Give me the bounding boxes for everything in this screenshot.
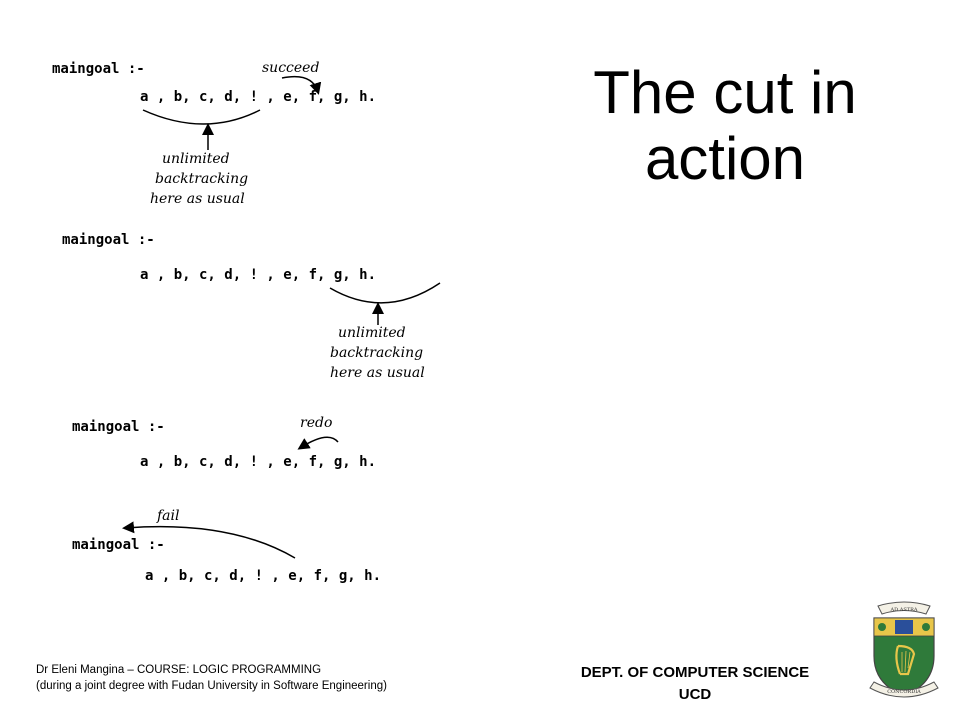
crest-top-scroll [877, 601, 931, 615]
title-line-1: The cut in [593, 59, 857, 126]
panel-2-note-line-1: unlimited [338, 325, 406, 341]
panel-2-head: maingoal :- [62, 232, 155, 248]
footer-author-line-2: (during a joint degree with Fudan Univer… [36, 680, 387, 692]
panel-1-note-line-2: backtracking [155, 171, 248, 187]
panel-4-fail-label: fail [156, 508, 179, 524]
harp-icon [895, 644, 916, 676]
crest-shamrock-left [878, 623, 886, 631]
panel-1-head: maingoal :- [52, 61, 145, 77]
panel-1-backtrack-arc [142, 109, 261, 125]
panel-3-redo-arrow [297, 436, 339, 450]
footer-department-line-2: UCD [678, 686, 712, 703]
panel-1-succeed-arrow [281, 75, 322, 95]
footer-department: DEPT. OF COMPUTER SCIENCE UCD [545, 662, 845, 706]
panel-4-head: maingoal :- [72, 537, 165, 553]
title-line-2: action [644, 125, 806, 192]
panel-2-note-line-2: backtracking [330, 345, 423, 361]
cut-diagram: maingoal :- a , b, c, d, ! , e, f, g, h.… [52, 60, 441, 584]
panel-2-backtrack-arc [329, 282, 441, 304]
crest-motto-top: AD ASTRA [890, 607, 918, 613]
crest-shamrock-right [922, 623, 930, 631]
crest-motto-bottom: CONCORDIA [887, 689, 921, 695]
panel-1-body: a , b, c, d, ! , e, f, g, h. [140, 89, 376, 105]
panel-4-fail-arrow [122, 521, 296, 559]
panel-4-body: a , b, c, d, ! , e, f, g, h. [145, 568, 381, 584]
crest-center-panel [895, 620, 913, 634]
slide-title: The cut in action [560, 60, 890, 192]
ucd-crest-logo: AD ASTRA CONCORDIA [869, 601, 939, 698]
footer-department-line-1: DEPT. OF COMPUTER SCIENCE [580, 664, 810, 681]
panel-2-note-line-3: here as usual [330, 365, 425, 381]
panel-1-note-line-3: here as usual [150, 191, 245, 207]
panel-3: maingoal :- a , b, c, d, ! , e, f, g, h.… [72, 415, 376, 470]
panel-2-body: a , b, c, d, ! , e, f, g, h. [140, 267, 376, 283]
footer-author-line-1: Dr Eleni Mangina – COURSE: LOGIC PROGRAM… [36, 664, 322, 676]
panel-3-body: a , b, c, d, ! , e, f, g, h. [140, 454, 376, 470]
crest-bottom-scroll [869, 681, 939, 698]
footer-author: Dr Eleni Mangina – COURSE: LOGIC PROGRAM… [36, 662, 496, 694]
panel-1: maingoal :- a , b, c, d, ! , e, f, g, h.… [52, 60, 376, 207]
panel-3-head: maingoal :- [72, 419, 165, 435]
panel-1-note-line-1: unlimited [162, 151, 230, 167]
panel-1-succeed-label: succeed [262, 60, 319, 76]
panel-4: fail maingoal :- a , b, c, d, ! , e, f, … [72, 508, 381, 584]
panel-2: maingoal :- a , b, c, d, ! , e, f, g, h.… [62, 232, 441, 381]
panel-3-redo-label: redo [300, 415, 332, 431]
